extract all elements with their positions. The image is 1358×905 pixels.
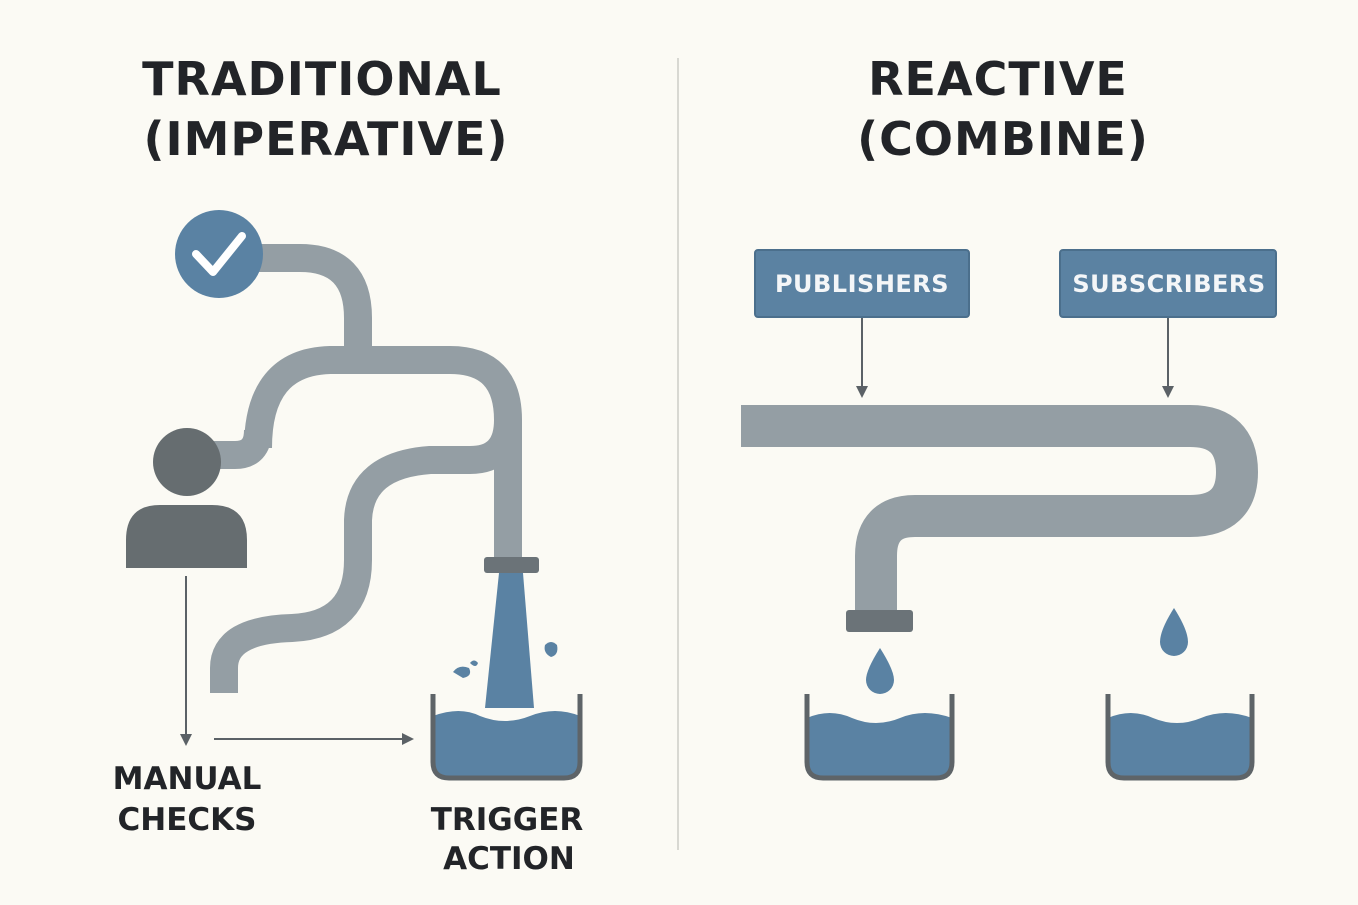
publishers-box: PUBLISHERS [754, 249, 970, 318]
splash-right [544, 642, 558, 657]
traditional-panel: TRADITIONAL (IMPERATIVE) [113, 52, 584, 877]
traditional-water-stream [485, 573, 534, 708]
water-drop-icon [1160, 608, 1188, 656]
water-basin-icon [1105, 694, 1255, 781]
reactive-faucet [846, 610, 913, 632]
reactive-panel: REACTIVE (COMBINE) PUBLISHERS SUBSCRIBER… [741, 52, 1277, 781]
subscribers-label: SUBSCRIBERS [1072, 270, 1265, 298]
subscribers-box: SUBSCRIBERS [1059, 249, 1277, 318]
traditional-title-line2: (IMPERATIVE) [143, 112, 508, 166]
splash-left-2 [470, 660, 478, 666]
water-basin-icon [430, 694, 583, 781]
trigger-action-label-line2: ACTION [443, 841, 575, 877]
water-drop-icon [866, 648, 894, 694]
traditional-title-line1: TRADITIONAL [142, 52, 502, 106]
pipe-person-connector [213, 429, 272, 469]
person-icon [126, 428, 247, 568]
traditional-faucet-collar [484, 557, 539, 573]
manual-checks-label-line1: MANUAL [113, 761, 262, 797]
pipe-main-header [244, 346, 522, 560]
reactive-title-line1: REACTIVE [868, 52, 1128, 106]
splash-left [453, 666, 471, 678]
pipe-check-to-junction [258, 244, 372, 360]
manual-checks-label-line2: CHECKS [118, 802, 257, 838]
reactive-stream-pipe [741, 405, 1258, 612]
traditional-pipes [210, 244, 522, 693]
publishers-label: PUBLISHERS [775, 270, 949, 298]
check-icon [175, 210, 263, 298]
reactive-title-line2: (COMBINE) [857, 112, 1149, 166]
water-basin-icon [804, 694, 955, 781]
pipe-return-loop [210, 419, 522, 693]
trigger-action-label-line1: TRIGGER [431, 802, 584, 838]
